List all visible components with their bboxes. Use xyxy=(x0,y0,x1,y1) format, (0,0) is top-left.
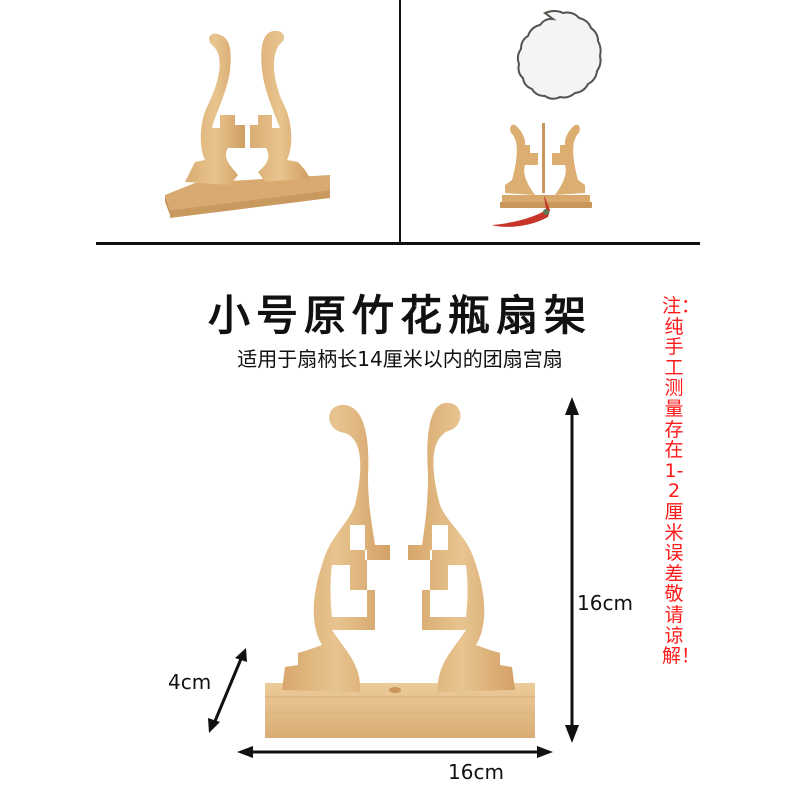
vertical-divider xyxy=(399,0,401,244)
width-label: 16cm xyxy=(448,760,504,784)
page-subtitle: 适用于扇柄长14厘米以内的团扇宫扇 xyxy=(237,347,563,371)
disclaimer-note: 注：纯手工测量存在1-2厘米误差敬请谅解！ xyxy=(662,295,701,668)
stand-product-photo xyxy=(165,30,330,218)
page-title: 小号原竹花瓶扇架 xyxy=(207,291,592,340)
depth-label: 4cm xyxy=(168,670,212,694)
width-arrow xyxy=(237,746,553,758)
height-label: 16cm xyxy=(577,591,633,615)
main-stand-photo xyxy=(265,402,535,738)
depth-arrow xyxy=(208,648,247,733)
stand-with-fan-photo xyxy=(492,10,602,227)
horizontal-divider xyxy=(96,242,700,245)
height-arrow xyxy=(565,397,579,743)
